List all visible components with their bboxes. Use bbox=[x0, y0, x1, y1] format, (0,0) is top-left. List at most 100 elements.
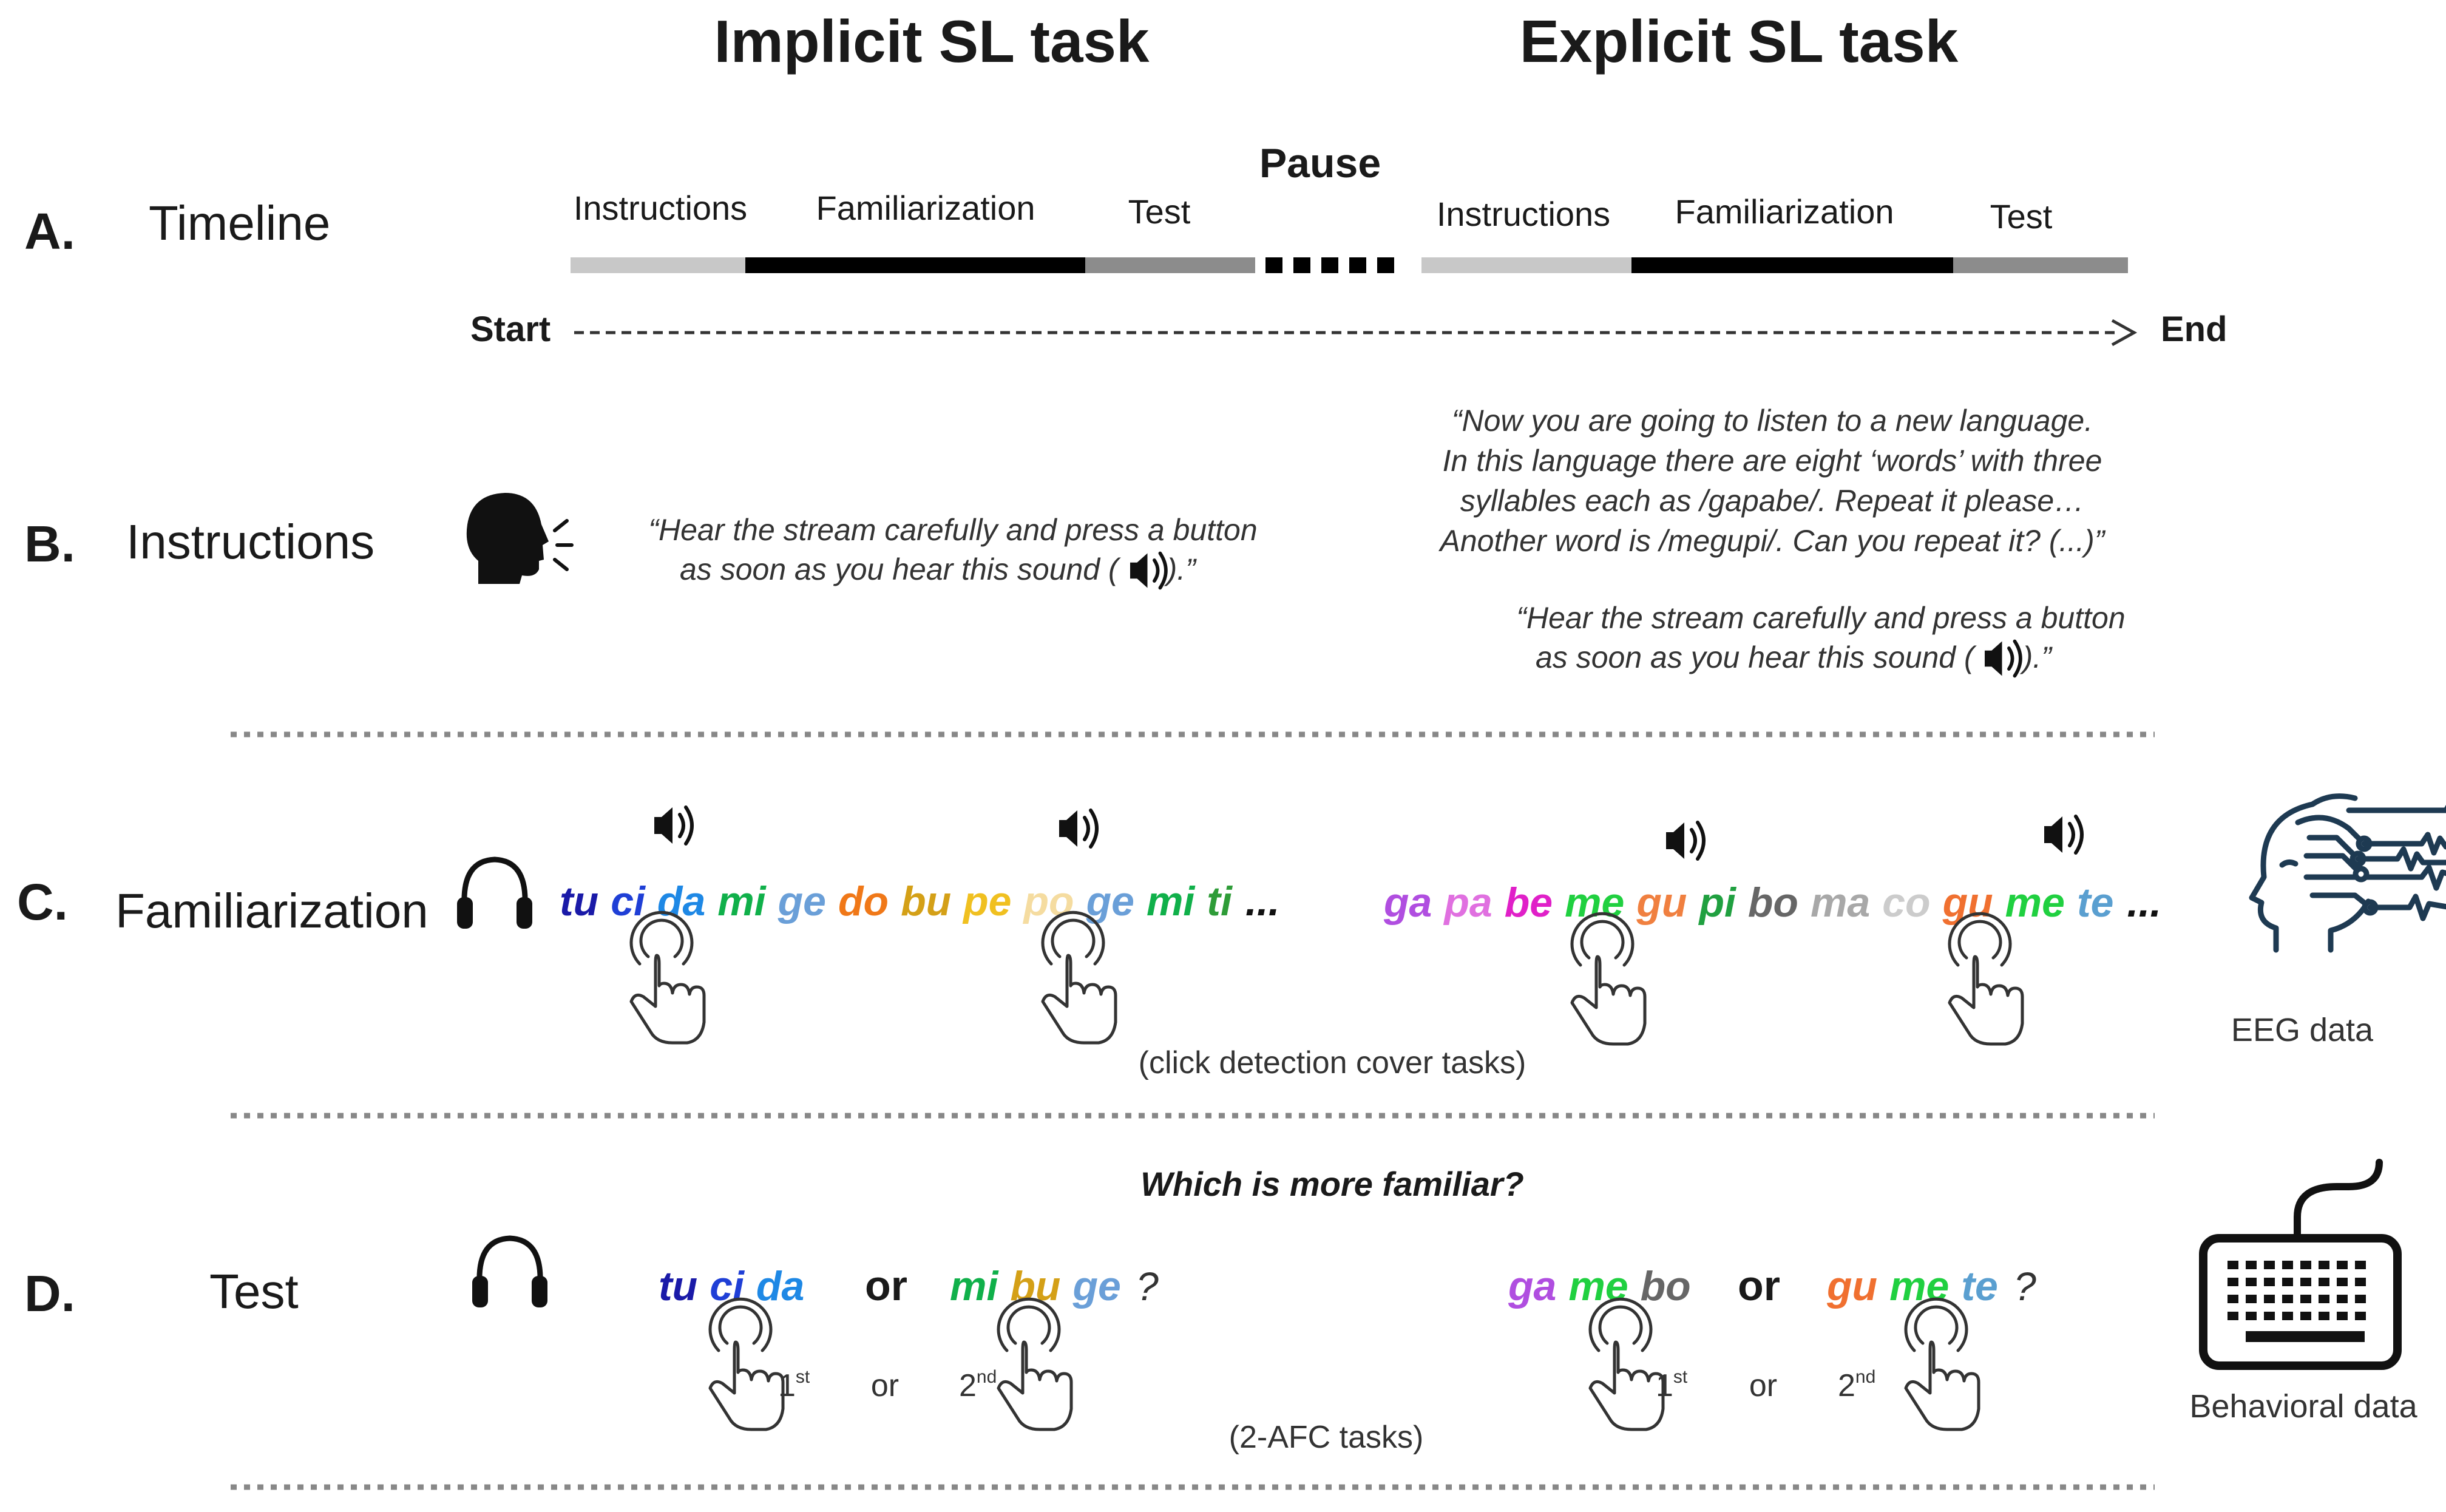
explicit-task-title: Explicit SL task bbox=[1520, 8, 1959, 75]
syllable: ci bbox=[611, 878, 646, 924]
syllable: be bbox=[1505, 880, 1553, 926]
syllable: te bbox=[2077, 880, 2113, 926]
tap-hand-icon bbox=[998, 1299, 1071, 1429]
implicit-second-choice-label: 2nd bbox=[959, 1367, 997, 1403]
explicit-instruction-line-1: “Now you are going to listen to a new la… bbox=[1452, 404, 2093, 438]
timeline-explicit-familiarization-label: Familiarization bbox=[1675, 192, 1894, 231]
syllable: tu bbox=[560, 878, 598, 924]
syllable: pi bbox=[1698, 880, 1737, 926]
timeline-implicit-test-segment bbox=[1085, 257, 1255, 273]
timeline-bar bbox=[571, 257, 2128, 273]
row-b-letter: B. bbox=[24, 515, 75, 572]
syllable: gu bbox=[1942, 880, 1993, 926]
syllable: me bbox=[2005, 880, 2065, 926]
syllable: ge bbox=[1072, 1263, 1120, 1309]
timeline-implicit-instructions-label: Instructions bbox=[574, 189, 747, 227]
explicit-instruction-line-3: syllables each as /gapabe/. Repeat it pl… bbox=[1460, 484, 2084, 518]
syllable: tu bbox=[659, 1263, 697, 1309]
syllable: me bbox=[1565, 880, 1624, 926]
timeline-pause-dashes bbox=[1265, 257, 1406, 273]
tap-hand-icon bbox=[710, 1299, 783, 1429]
timeline-pause-label: Pause bbox=[1259, 140, 1381, 186]
syllable: ge bbox=[1086, 878, 1134, 924]
syllable: pe bbox=[962, 878, 1011, 924]
syllable: bu bbox=[901, 878, 951, 924]
familiarization-caption: (click detection cover tasks) bbox=[1139, 1045, 1526, 1080]
syllable: pa bbox=[1443, 880, 1492, 926]
explicit-instruction-line-2: In this language there are eight ‘words’… bbox=[1443, 444, 2102, 478]
implicit-or-label: or bbox=[865, 1262, 907, 1309]
tap-hand-icon bbox=[1590, 1299, 1663, 1429]
explicit-instruction-line-5: “Hear the stream carefully and press a b… bbox=[1516, 601, 2125, 635]
syllable: ti bbox=[1207, 878, 1233, 924]
keyboard-icon bbox=[2199, 1159, 2402, 1370]
target-sound-speaker-icon bbox=[1130, 554, 1166, 588]
keyboard-keys bbox=[2227, 1261, 2366, 1342]
explicit-second-choice-label: 2nd bbox=[1838, 1367, 1875, 1403]
row-a-label: Timeline bbox=[149, 196, 330, 250]
speaker-icon bbox=[654, 807, 692, 844]
timeline-end-label: End bbox=[2161, 310, 2227, 349]
syllable: me bbox=[1568, 1263, 1628, 1309]
timeline-explicit-familiarization-segment bbox=[1631, 257, 1953, 273]
eeg-head-icon bbox=[2249, 793, 2446, 953]
syllable: bo bbox=[1641, 1263, 1691, 1309]
row-b-label: Instructions bbox=[126, 515, 374, 569]
implicit-instruction-line-2: as soon as you hear this sound ().” bbox=[680, 552, 1197, 586]
implicit-instruction-line-1: “Hear the stream carefully and press a b… bbox=[648, 513, 1257, 547]
syllable: me bbox=[1889, 1263, 1949, 1309]
syllable: da bbox=[657, 878, 705, 924]
headphones-icon bbox=[472, 1238, 547, 1307]
timeline-implicit-familiarization-label: Familiarization bbox=[816, 189, 1035, 227]
explicit-first-choice-label: 1st bbox=[1656, 1367, 1688, 1403]
timeline-explicit-instructions-segment bbox=[1421, 257, 1631, 273]
timeline-arrow-head bbox=[2111, 319, 2138, 347]
timeline-implicit-familiarization-segment bbox=[745, 257, 1085, 273]
syllable: do bbox=[838, 878, 889, 924]
timeline-implicit-test-label: Test bbox=[1128, 192, 1191, 231]
test-caption: (2-AFC tasks) bbox=[1229, 1420, 1424, 1455]
explicit-instruction-line-6: as soon as you hear this sound ().” bbox=[1536, 640, 2053, 674]
test-question: Which is more familiar? bbox=[1140, 1165, 1524, 1203]
timeline-explicit-test-segment bbox=[1953, 257, 2128, 273]
explicit-choice-or-label: or bbox=[1749, 1368, 1777, 1403]
syllable: po bbox=[1023, 878, 1074, 924]
explicit-question-mark: ? bbox=[2014, 1264, 2036, 1309]
row-d-letter: D. bbox=[24, 1265, 75, 1322]
timeline-implicit-instructions-segment bbox=[571, 257, 745, 273]
behavioral-data-label: Behavioral data bbox=[2189, 1388, 2417, 1425]
speaker-icon bbox=[1059, 810, 1097, 847]
syllable: gu bbox=[1826, 1263, 1877, 1309]
syllable: bo bbox=[1748, 880, 1798, 926]
speaker-icon bbox=[1666, 822, 1704, 859]
explicit-or-label: or bbox=[1738, 1262, 1780, 1309]
implicit-question-mark: ? bbox=[1136, 1264, 1159, 1309]
syllable: mi bbox=[1147, 878, 1196, 924]
implicit-choice-or-label: or bbox=[871, 1368, 899, 1403]
stream-ellipsis: ... bbox=[1245, 878, 1280, 924]
syllable: te bbox=[1961, 1263, 1997, 1309]
syllable: ge bbox=[778, 878, 826, 924]
explicit-instruction-line-4: Another word is /megupi/. Can you repeat… bbox=[1438, 524, 2106, 558]
row-a-letter: A. bbox=[24, 203, 75, 260]
tap-hand-icon bbox=[1950, 914, 2022, 1044]
tap-hand-icon bbox=[1043, 912, 1116, 1043]
syllable: mi bbox=[717, 878, 767, 924]
tap-hand-icon bbox=[1572, 914, 1645, 1044]
syllable: ga bbox=[1383, 880, 1432, 926]
implicit-task-title: Implicit SL task bbox=[714, 8, 1150, 75]
syllable: gu bbox=[1636, 880, 1687, 926]
syllable: ga bbox=[1508, 1263, 1556, 1309]
eeg-data-label: EEG data bbox=[2231, 1012, 2374, 1048]
stream-ellipsis: ... bbox=[2127, 880, 2161, 926]
timeline-explicit-instructions-label: Instructions bbox=[1437, 195, 1610, 233]
syllable: ma bbox=[1811, 880, 1870, 926]
tap-hand-icon bbox=[1906, 1299, 1979, 1429]
